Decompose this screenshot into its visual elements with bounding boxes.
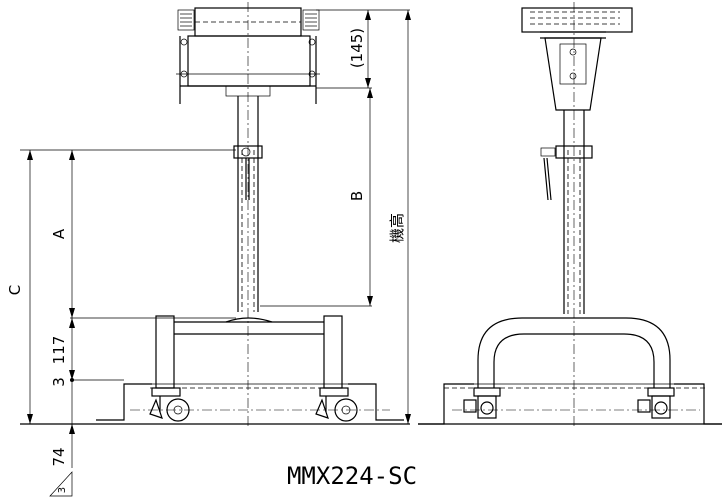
front-dimensions: C A 117 3 74 (145) B 機高 3 [6, 9, 411, 497]
front-caster-left [149, 387, 190, 422]
side-top [521, 7, 633, 111]
side-column [540, 110, 593, 314]
model-label: MMX224-SC [287, 462, 417, 490]
dim-b-label: B [348, 191, 366, 201]
front-top-frame [176, 7, 320, 104]
dim-3-label: 3 [50, 377, 68, 387]
front-column [233, 96, 263, 312]
weld-symbol: 3 [49, 471, 73, 497]
machine-height-label: 機高 [388, 213, 406, 243]
side-view [418, 2, 722, 428]
side-caster-right [637, 387, 675, 419]
front-view [20, 2, 410, 428]
dim-145-label: (145) [348, 28, 366, 68]
weld-symbol-value: 3 [57, 487, 68, 493]
dim-117-label: 117 [50, 336, 68, 365]
front-base [96, 315, 404, 421]
side-caster-left [463, 387, 501, 419]
dim-74-label: 74 [50, 447, 68, 466]
dim-a-label: A [50, 228, 68, 239]
front-caster-right [315, 387, 358, 422]
dim-c-label: C [6, 285, 24, 295]
